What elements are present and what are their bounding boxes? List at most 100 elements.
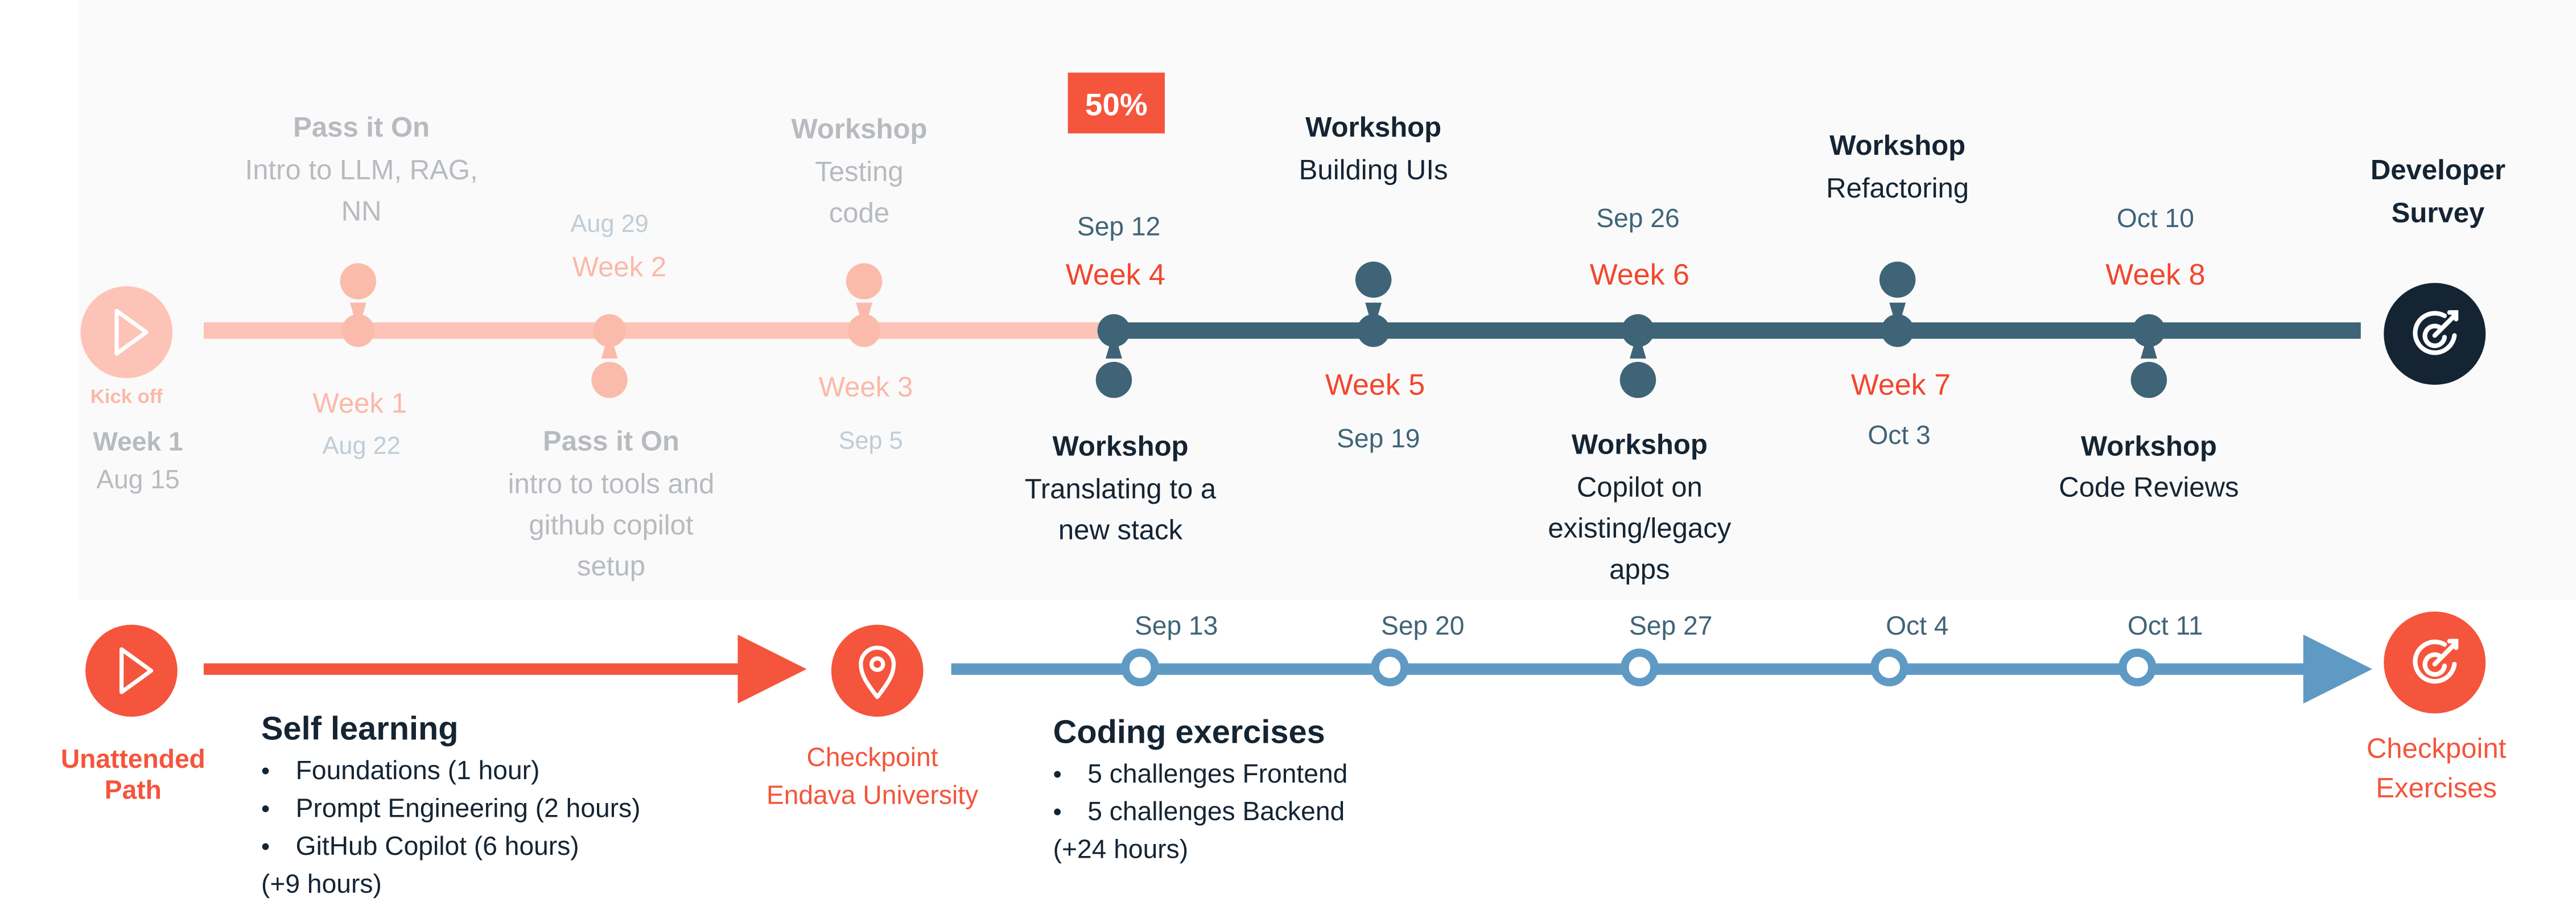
target-icon <box>2413 310 2459 355</box>
week-3-date: Sep 5 <box>839 427 903 455</box>
week-2-event-line-2: github copilot <box>529 510 694 541</box>
kickoff-circle <box>80 286 173 378</box>
week-4-label: Week 4 <box>1066 258 1165 291</box>
developer-survey-node: Developer Survey <box>2371 155 2505 385</box>
week-3-event-title: Workshop <box>791 114 927 145</box>
week-7-node: Workshop Refactoring Week 7 Oct 3 <box>1826 130 1969 450</box>
week-6-date: Sep 26 <box>1596 203 1679 233</box>
week-5-stem <box>1365 302 1382 331</box>
milestone-sep-20-date: Sep 20 <box>1381 611 1464 640</box>
week-5-dot <box>1357 314 1390 347</box>
unattended-path-start: Unattended Path <box>61 624 205 805</box>
checkpoint-university-label-1: Checkpoint <box>807 742 938 772</box>
week-5-event-line-1: Building UIs <box>1299 155 1448 186</box>
week-4-date: Sep 12 <box>1077 211 1160 241</box>
milestone-oct-4-date: Oct 4 <box>1886 611 1948 640</box>
week-4-event-title: Workshop <box>1052 431 1188 462</box>
self-learning-block: Self learning • Foundations (1 hour) • P… <box>261 711 641 899</box>
week-1-node: Pass it On Intro to LLM, RAG, NN Week 1 … <box>245 112 478 459</box>
week-2-label: Week 2 <box>572 252 667 283</box>
play-icon <box>119 647 154 694</box>
checkpoint-exercises-node: Checkpoint Exercises <box>2367 611 2507 804</box>
week-2-dot <box>593 314 626 347</box>
checkpoint-exercises-label-1: Checkpoint <box>2367 734 2507 764</box>
week-1-stem <box>349 302 366 331</box>
week-4-event-line-2: new stack <box>1058 515 1183 546</box>
self-learning-item-1: Foundations (1 hour) <box>296 755 540 785</box>
week-1-event-line-1: Intro to LLM, RAG, <box>245 155 478 186</box>
milestone-oct-4-ring <box>1870 648 1909 686</box>
week-8-stem <box>2140 330 2157 359</box>
week-4-stem <box>1106 330 1122 359</box>
week-7-stem <box>1889 302 1906 331</box>
upper-panel-background <box>79 0 2576 600</box>
milestone-sep-27: Sep 27 <box>1621 611 1712 686</box>
week-1-event-line-2: NN <box>341 196 382 227</box>
week-6-event-line-1: Copilot on <box>1577 472 1703 503</box>
developer-survey-title-1: Developer <box>2371 155 2505 186</box>
milestone-oct-11-date: Oct 11 <box>2128 611 2203 640</box>
milestone-sep-13-ring <box>1121 648 1159 686</box>
week-3-dot <box>847 314 881 347</box>
week-3-event-line-2: code <box>829 197 889 228</box>
developer-survey-title-2: Survey <box>2392 197 2485 228</box>
milestone-oct-11: Oct 11 <box>2118 611 2203 686</box>
week-5-event-title: Workshop <box>1305 112 1441 143</box>
week-3-pin <box>846 263 883 300</box>
week-5-pin <box>1355 261 1392 298</box>
milestone-sep-27-ring <box>1621 648 1659 686</box>
bullet-icon: • <box>261 795 270 822</box>
week-7-dot <box>1881 314 1914 347</box>
week-6-event-line-3: apps <box>1609 554 1670 585</box>
week-4-pin <box>1095 361 1132 398</box>
milestone-sep-27-date: Sep 27 <box>1629 611 1712 640</box>
week-8-pin <box>2130 361 2167 398</box>
progress-badge-label: 50% <box>1085 87 1148 122</box>
bullet-icon: • <box>261 758 270 785</box>
checkpoint-exercises-label-2: Exercises <box>2376 773 2497 804</box>
checkpoint-university-node: Checkpoint Endava University <box>766 624 978 809</box>
progress-badge: 50% <box>1068 72 1165 134</box>
week-6-label: Week 6 <box>1590 258 1689 291</box>
coding-exercises-item-2: 5 challenges Backend <box>1087 796 1345 826</box>
week-2-stem <box>601 330 618 359</box>
coding-exercises-note: (+24 hours) <box>1053 834 1188 864</box>
self-learning-note: (+9 hours) <box>261 869 382 898</box>
map-pin-icon <box>859 645 896 699</box>
kickoff-node: Kick off Week 1 Aug 15 <box>80 286 183 494</box>
week-2-event-line-3: setup <box>577 551 645 582</box>
week-6-node: Sep 26 Week 6 Workshop Copilot on existi… <box>1548 203 1731 585</box>
week-7-pin <box>1879 261 1916 298</box>
week-8-event-title: Workshop <box>2081 431 2217 462</box>
week-1-dot <box>341 314 375 347</box>
week-4-event-line-1: Translating to a <box>1025 474 1217 504</box>
self-learning-title: Self learning <box>261 711 458 747</box>
week-2-date: Aug 29 <box>571 211 649 238</box>
unattended-path-label-2: Path <box>105 775 162 805</box>
week-5-date: Sep 19 <box>1337 423 1420 453</box>
week-3-event-line-1: Testing <box>815 157 904 187</box>
self-learning-item-2: Prompt Engineering (2 hours) <box>296 793 641 822</box>
bullet-icon: • <box>261 833 270 861</box>
progress-badge-box <box>1068 72 1165 134</box>
coding-exercises-block: Coding exercises • 5 challenges Frontend… <box>1053 714 1348 864</box>
week-2-event-title: Pass it On <box>543 426 679 457</box>
checkpoint-university-label-2: Endava University <box>766 780 978 809</box>
bullet-icon: • <box>1053 798 1062 826</box>
kickoff-date: Aug 15 <box>96 464 179 494</box>
week-8-label: Week 8 <box>2105 258 2205 291</box>
milestone-sep-13: Sep 13 <box>1121 611 1218 686</box>
week-6-event-title: Workshop <box>1572 429 1708 460</box>
target-icon <box>2413 639 2459 684</box>
milestone-sep-20-ring <box>1371 648 1409 686</box>
week-1-date: Aug 22 <box>323 432 401 459</box>
milestone-oct-4: Oct 4 <box>1870 611 1948 686</box>
week-2-node: Aug 29 Week 2 Pass it On intro to tools … <box>508 211 715 582</box>
milestone-sep-20: Sep 20 <box>1371 611 1464 686</box>
week-6-event-line-2: existing/legacy <box>1548 513 1731 544</box>
coding-exercises-title: Coding exercises <box>1053 714 1325 751</box>
week-5-label: Week 5 <box>1325 368 1425 401</box>
week-8-node: Oct 10 Week 8 Workshop Code Reviews <box>2059 203 2239 503</box>
week-7-event-title: Workshop <box>1829 130 1965 161</box>
